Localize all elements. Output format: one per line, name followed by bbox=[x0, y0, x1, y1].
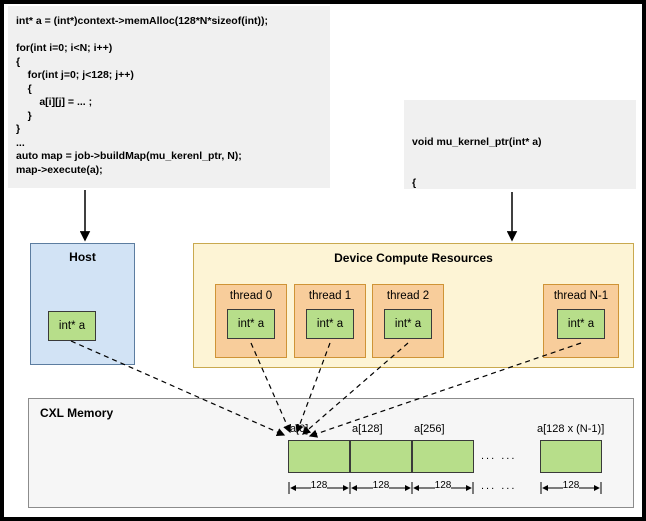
memory-segment-2 bbox=[412, 440, 474, 473]
kernel-code-line-1: void mu_kernel_ptr(int* a) bbox=[412, 136, 542, 148]
thread-box-2: thread 2 int* a bbox=[372, 284, 444, 358]
memory-segment-0 bbox=[288, 440, 350, 473]
thread-box-n1: thread N-1 int* a bbox=[543, 284, 619, 358]
segment-label-a128: a[128] bbox=[352, 423, 383, 435]
kernel-code-block: void mu_kernel_ptr(int* a) { auto taskId… bbox=[404, 100, 636, 189]
thread-2-label: thread 2 bbox=[386, 290, 430, 302]
host-code-block: int* a = (int*)context->memAlloc(128*N*s… bbox=[8, 6, 330, 188]
host-pointer-box: int* a bbox=[48, 311, 96, 341]
host-title: Host bbox=[69, 250, 96, 264]
segment-size-label-0: 128 bbox=[310, 480, 328, 491]
thread-box-0: thread 0 int* a bbox=[215, 284, 287, 358]
segment-label-a0: a[0] bbox=[290, 423, 309, 435]
memory-segment-n1 bbox=[540, 440, 602, 473]
cxl-memory-title: CXL Memory bbox=[40, 406, 114, 420]
memory-segment-1 bbox=[350, 440, 412, 473]
thread-2-pointer-box: int* a bbox=[384, 309, 432, 339]
dimension-row-ellipsis: ... ... bbox=[481, 480, 517, 492]
host-box: Host int* a bbox=[30, 243, 135, 365]
device-title: Device Compute Resources bbox=[334, 251, 493, 265]
thread-1-pointer-box: int* a bbox=[306, 309, 354, 339]
thread-n1-pointer-label: int* a bbox=[567, 318, 595, 330]
thread-0-label: thread 0 bbox=[229, 290, 273, 302]
thread-1-pointer-label: int* a bbox=[316, 318, 344, 330]
segment-label-a256: a[256] bbox=[414, 423, 445, 435]
thread-box-1: thread 1 int* a bbox=[294, 284, 366, 358]
segment-label-an1: a[128 x (N-1)] bbox=[537, 423, 605, 435]
segment-row-ellipsis: ... ... bbox=[481, 450, 517, 462]
thread-0-pointer-label: int* a bbox=[237, 318, 265, 330]
kernel-code-line-2: { bbox=[412, 176, 417, 189]
thread-0-pointer-box: int* a bbox=[227, 309, 275, 339]
host-pointer-label: int* a bbox=[58, 320, 86, 332]
segment-size-label-n1: 128 bbox=[562, 480, 580, 491]
thread-n1-pointer-box: int* a bbox=[557, 309, 605, 339]
thread-n1-label: thread N-1 bbox=[553, 290, 609, 302]
thread-2-pointer-label: int* a bbox=[394, 318, 422, 330]
segment-size-label-1: 128 bbox=[372, 480, 390, 491]
segment-size-label-2: 128 bbox=[434, 480, 452, 491]
thread-1-label: thread 1 bbox=[308, 290, 352, 302]
